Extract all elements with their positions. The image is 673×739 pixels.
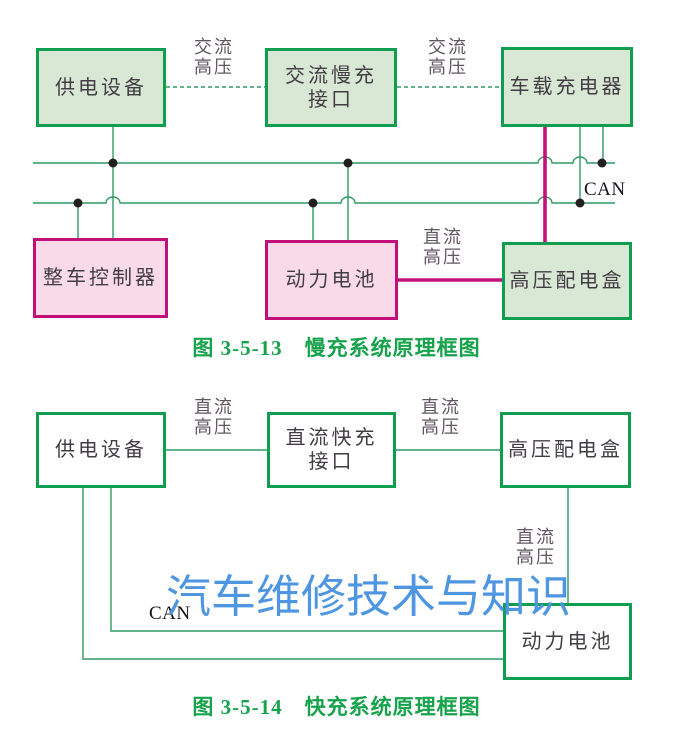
junction-dot xyxy=(343,158,353,168)
label-dc-hv-1: 直流 高压 xyxy=(423,227,463,267)
label-can-1: CAN xyxy=(584,179,626,200)
label-ac-hv-right: 交流 高压 xyxy=(428,37,468,77)
watermark-text: 汽车维修技术与知识 xyxy=(166,571,572,622)
can-line-outer xyxy=(82,488,503,660)
box-vehicle-controller: 整车控制器 xyxy=(33,238,168,318)
box-hv-distribution-2: 高压配电盒 xyxy=(500,412,631,488)
label-dc-hv-vertical: 直流 高压 xyxy=(516,527,556,567)
box-onboard-charger: 车载充电器 xyxy=(501,47,633,127)
box-power-supply-1: 供电设备 xyxy=(36,48,166,127)
can-bus-upper-line xyxy=(33,156,615,164)
box-power-battery-2: 动力电池 xyxy=(503,603,632,680)
label-ac-hv-left: 交流 高压 xyxy=(194,37,234,77)
junction-dot xyxy=(575,198,585,208)
label-can-2: CAN xyxy=(149,603,191,624)
box-ac-slow-charge-port: 交流慢充 接口 xyxy=(265,48,397,127)
junction-dot xyxy=(108,158,118,168)
figure-caption-3-5-13: 图 3-5-13 慢充系统原理框图 xyxy=(192,336,481,360)
can-bus-lower-line xyxy=(33,196,615,204)
junction-dot xyxy=(73,198,83,208)
box-power-battery-1: 动力电池 xyxy=(265,240,398,320)
box-power-supply-2: 供电设备 xyxy=(36,412,166,488)
junction-dot xyxy=(308,198,318,208)
can-line-inner xyxy=(110,488,503,632)
box-hv-distribution-1: 高压配电盒 xyxy=(502,242,632,320)
label-dc-hv-mid: 直流 高压 xyxy=(421,397,461,437)
junction-dot xyxy=(597,158,607,168)
figure-caption-3-5-14: 图 3-5-14 快充系统原理框图 xyxy=(192,695,481,719)
box-dc-fast-charge-port: 直流快充 接口 xyxy=(267,412,396,488)
label-dc-hv-left: 直流 高压 xyxy=(194,397,234,437)
